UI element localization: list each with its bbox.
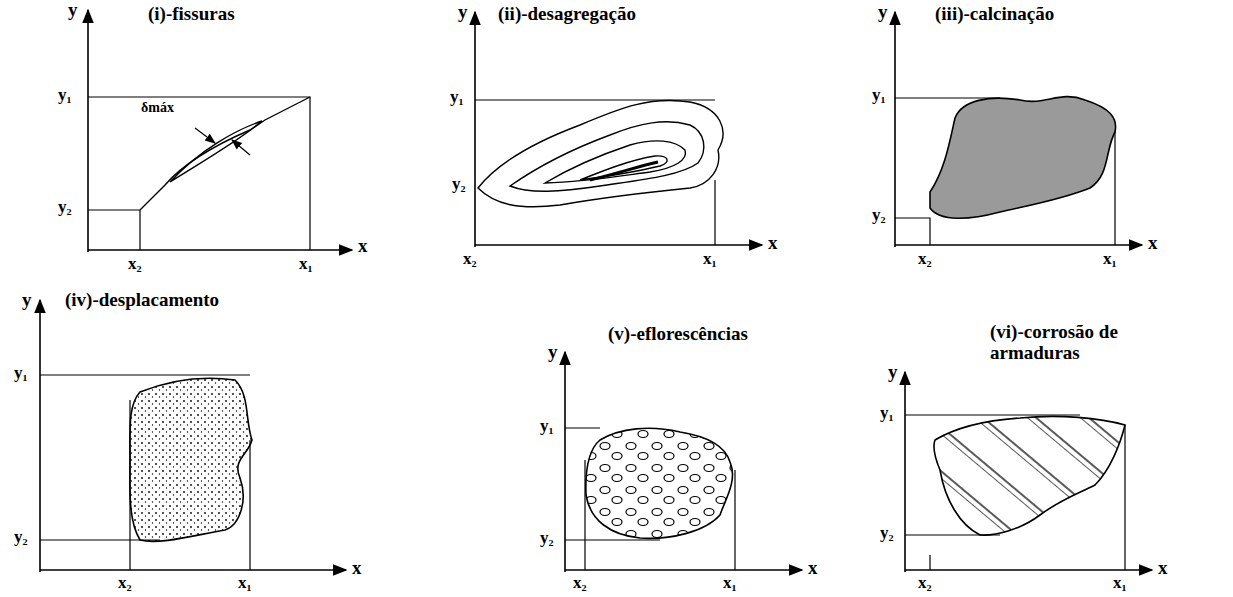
coordinate-label: y₁: [14, 364, 28, 383]
coordinate-label: x₂: [463, 250, 477, 269]
axis-label: y: [548, 342, 558, 363]
axis-label: y: [22, 290, 32, 311]
coordinate-label: y₂: [14, 528, 28, 547]
axis-label: x: [1148, 233, 1158, 254]
coordinate-label: x₂: [118, 574, 132, 593]
coordinate-label: x₁: [238, 574, 252, 593]
coordinate-label: y₁: [872, 86, 886, 105]
coordinate-label: y₁: [450, 88, 464, 107]
axis-label: y: [458, 2, 468, 23]
axis-label: x: [808, 558, 818, 579]
panel-title: (iv)-desplacamento: [65, 290, 219, 311]
panel-title: (vi)-corrosão de armaduras: [990, 322, 1160, 364]
coordinate-label: y₂: [58, 198, 72, 217]
coordinate-label: y₁: [540, 417, 554, 436]
coordinate-label: y₂: [452, 175, 466, 194]
coordinate-label: y₂: [872, 206, 886, 225]
axis-label: x: [768, 233, 778, 254]
coordinate-label: x₁: [723, 574, 737, 593]
coordinate-label: x₁: [1103, 250, 1117, 269]
coordinate-label: y₁: [880, 404, 894, 423]
coordinate-label: x₁: [703, 250, 717, 269]
coordinate-label: y₁: [58, 86, 72, 105]
coordinate-label: x₁: [1113, 574, 1127, 593]
coordinate-label: y₂: [880, 524, 894, 543]
axis-label: y: [68, 0, 78, 21]
axis-label: y: [888, 362, 898, 383]
axis-label: x: [1158, 558, 1168, 579]
axis-label: y: [878, 2, 888, 23]
panel-title: (ii)-desagregação: [498, 4, 636, 25]
panel-title: (iii)-calcinação: [935, 4, 1054, 25]
coordinate-label: x₂: [128, 255, 142, 274]
coordinate-label: x₂: [918, 574, 932, 593]
coordinate-label: y₂: [540, 529, 554, 548]
axis-label: x: [352, 558, 362, 579]
panel-title: (v)-eflorescências: [608, 324, 748, 345]
coordinate-label: x₂: [573, 574, 587, 593]
coordinate-label: x₁: [299, 255, 313, 274]
axis-label: x: [358, 236, 368, 257]
panel-title: (i)-fissuras: [148, 4, 235, 25]
dimension-label: δmáx: [140, 100, 175, 115]
coordinate-label: x₂: [918, 250, 932, 269]
